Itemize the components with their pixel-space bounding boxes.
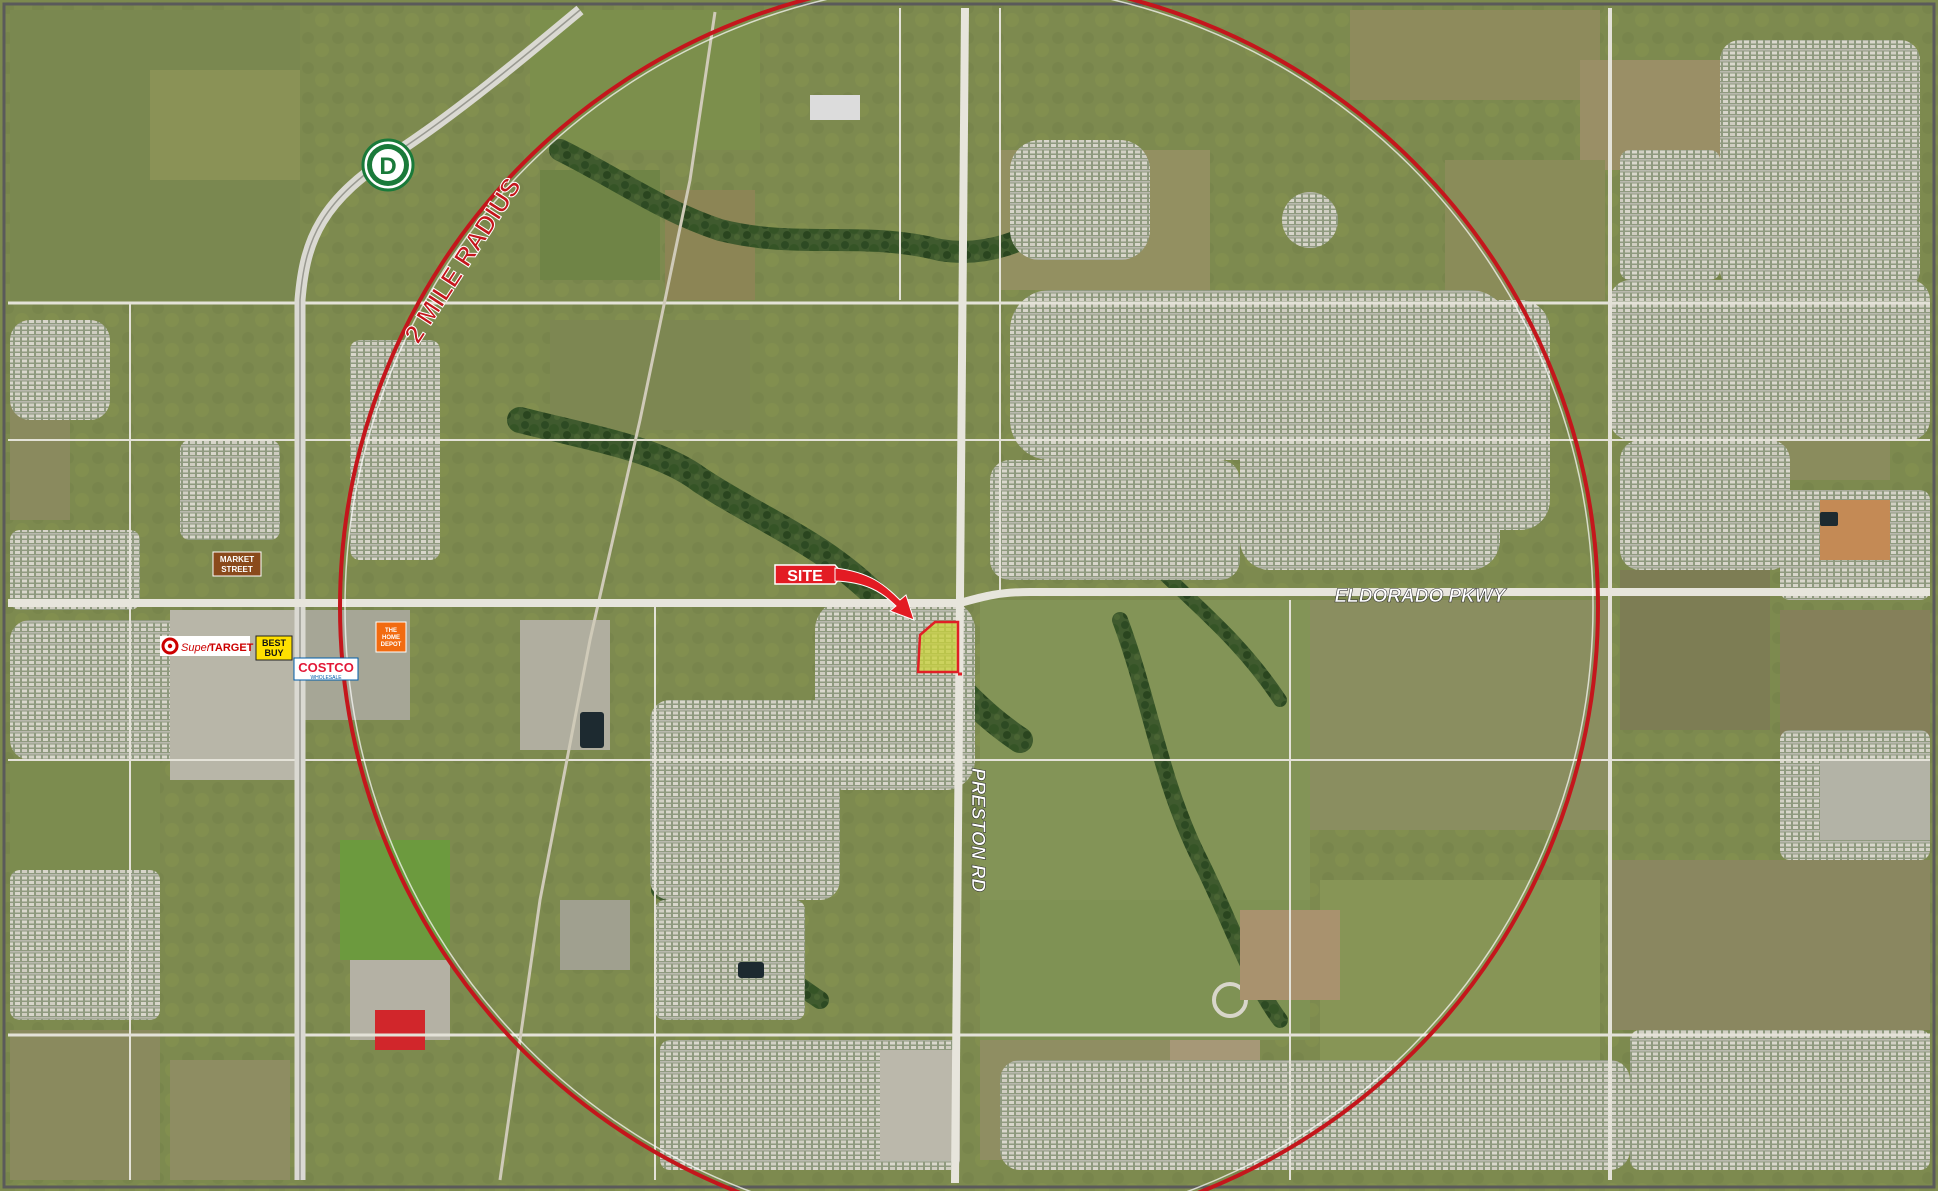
super-target-logo: Super TARGET <box>160 636 254 656</box>
eldorado-pkwy-label: ELDORADO PKWY <box>1335 586 1508 607</box>
market-street-text-2: STREET <box>221 565 253 574</box>
best-buy-text-1: BEST <box>262 638 287 648</box>
market-street-text-1: MARKET <box>220 555 254 564</box>
radius-circle <box>338 0 1600 1191</box>
home-depot-logo: THE HOME DEPOT <box>375 621 407 653</box>
residential-subdivisions <box>10 40 1930 1170</box>
costco-logo: COSTCO WHOLESALE <box>293 657 359 681</box>
preston-rd-label: PRESTON RD <box>967 768 988 893</box>
dallas-north-tollway-shield: D <box>361 138 415 192</box>
home-depot-text-2: HOME <box>382 635 400 641</box>
super-target-super-text: Super <box>181 642 212 654</box>
ponds <box>580 512 1838 978</box>
home-depot-text-3: DEPOT <box>381 642 402 648</box>
dnt-shield-letter: D <box>379 153 396 180</box>
best-buy-text-2: BUY <box>264 648 283 658</box>
site-marker: SITE <box>774 564 915 621</box>
costco-sub-text: WHOLESALE <box>310 675 342 681</box>
best-buy-logo: BEST BUY <box>255 635 293 661</box>
super-target-name-text: TARGET <box>209 642 254 654</box>
railroad <box>498 11 717 1181</box>
preston-rd-road <box>951 7 969 1184</box>
minor-roads <box>8 8 1930 1180</box>
costco-name-text: COSTCO <box>298 660 354 675</box>
home-depot-text-1: THE <box>385 628 397 634</box>
site-label: SITE <box>787 568 823 585</box>
market-street-logo: MARKET STREET <box>212 551 262 577</box>
site-parcel[interactable] <box>916 620 960 674</box>
